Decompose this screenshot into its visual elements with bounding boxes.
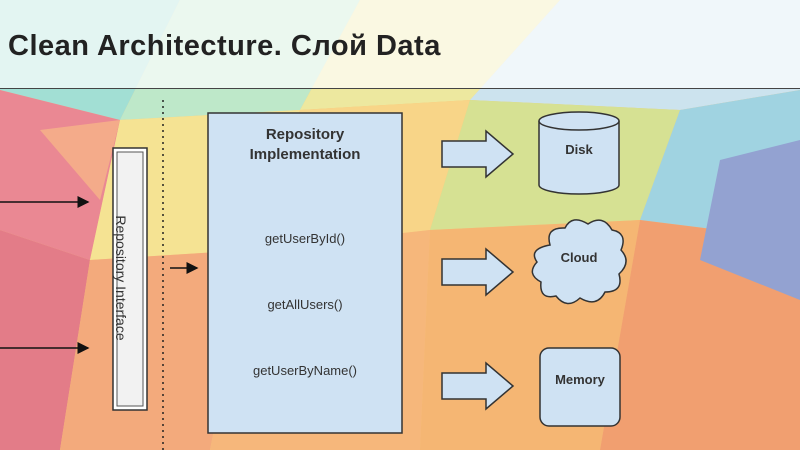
impl-title-line1: Repository bbox=[265, 126, 345, 143]
impl-title-line2: Implementation bbox=[249, 146, 361, 163]
cloud-shape bbox=[531, 219, 627, 305]
slide-title: Clean Architecture. Слой Data bbox=[8, 30, 441, 62]
block-arrow-cloud bbox=[441, 247, 515, 297]
memory-label: Memory bbox=[555, 372, 605, 387]
method-get-user-by-name: getUserByName() bbox=[252, 363, 358, 378]
repository-interface-inner bbox=[116, 151, 144, 407]
method-get-user-by-id: getUserById() bbox=[264, 231, 346, 246]
block-arrow-memory bbox=[441, 361, 515, 411]
disk-cylinder bbox=[538, 111, 620, 195]
repository-interface-label: Repository Interface bbox=[113, 215, 129, 341]
disk-label: Disk bbox=[565, 142, 593, 157]
repository-implementation-box bbox=[207, 112, 403, 434]
memory-box bbox=[539, 347, 621, 427]
title-band bbox=[0, 0, 800, 89]
method-get-all-users: getAllUsers() bbox=[267, 297, 343, 312]
cloud-label: Cloud bbox=[560, 250, 598, 265]
block-arrow-disk bbox=[441, 129, 515, 179]
